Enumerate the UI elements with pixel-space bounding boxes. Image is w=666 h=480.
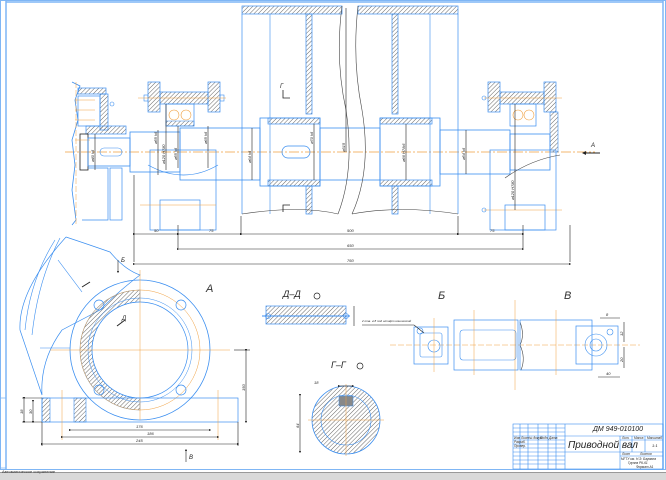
dim-gg-key: 18 [314,380,319,385]
right-bearing-housing [481,81,562,231]
stamp-sheets: Листов [640,452,652,456]
stamp-col-doc: № докум. [529,436,544,440]
arrow-b-label: Б [121,258,125,264]
dim-a-h2: 30 [28,409,33,414]
dim-a-h1: 18 [19,409,24,414]
diameter-dimension-lines [94,8,516,210]
stamp-col-sign: Подп. [540,436,549,440]
cut-g-label: Г [280,84,284,90]
dim-650: 650 [347,243,354,248]
drawing-title: Приводной вал [568,440,638,451]
dim-75-left: 75 [209,228,214,233]
dim-dia-right: ⌀54 k6 [461,147,466,160]
dim-dia-mid: ⌀64 k6 [247,150,252,163]
dim-dia-shaft-left: ⌀55 k6 [173,147,178,160]
view-a-label: А [206,283,214,295]
document-code: ДМ 949-010100 [593,426,644,433]
dim-760: 760 [347,258,354,263]
note-pin-holes: 2 отв. ⌀ 8 под штифт конический [362,319,412,323]
views-b-v [362,300,640,390]
dim-a-w1: 176 [136,424,143,429]
length-dimension-lines [132,175,572,266]
stamp-sheet: Лист [622,452,631,456]
dim-dia-seal-left: ⌀55 k6 [153,131,158,144]
cut-d-label: Д [122,316,127,322]
status-bar [0,472,666,480]
stamp-format: Формат A1 [636,465,654,469]
arrow-a-label: А [591,143,596,149]
cut-g-bottom-marker [282,204,290,212]
left-margin-box [0,397,7,469]
section-g-g [298,362,384,456]
view-v-label: В [564,290,572,302]
dim-dia-housing-right: ⌀120 H7/l0 [510,180,515,200]
dim-dia-hub-left: ⌀70 k6 [309,131,314,144]
stamp-col-izm: Изм [514,436,520,440]
dim-dia-drum: ⌀315 [341,142,346,152]
stamp-row-developer: Разраб. [514,440,526,444]
left-coupling [71,81,127,226]
dim-50: 50 [154,228,159,233]
section-d-d [262,292,355,326]
title-block [512,423,664,470]
dim-v-d: 40 [606,371,611,376]
dim-a-w2: 186 [147,431,154,436]
stamp-scale-header: Масштаб [647,436,662,440]
stamp-scale-value: 1:1 [652,443,658,448]
dim-dia-left-end: ⌀40 k6 [90,149,95,162]
stamp-org-2: Группа РК-61 [628,461,648,465]
left-bearing-housing [138,81,226,231]
arrow-v-label: В [189,455,194,461]
dim-gg-diameter: 64 [295,423,300,428]
section-d-d-label: Д–Д [283,289,301,299]
dim-dia-bearing-inner-left: ⌀65 k6 [203,131,208,144]
dim-v-b: 12 [619,331,624,336]
drum [241,5,459,215]
stamp-col-date: Дата [549,436,558,440]
status-text: Автоматическое сохранение [2,469,56,474]
stamp-row-checker: Провер. [514,444,526,448]
dim-a-w3: 245 [136,438,143,443]
view-a [19,236,250,462]
dim-dia-bearing-left: ⌀120 H7/l0 [161,144,166,164]
dim-a-height: 150 [241,384,246,391]
dim-dia-hub-right: ⌀66 H7/k6 [401,143,406,162]
dim-v-c: 20 [619,357,624,362]
cut-g-top-marker [282,90,290,99]
dim-500: 500 [347,228,354,233]
stamp-litera: Лит. [622,436,630,440]
dim-v-a: 8 [606,312,609,317]
dim-75-right: 75 [490,228,495,233]
stamp-col-list: Лист [521,436,530,440]
section-g-g-label: Г–Г [331,360,346,370]
main-assembly-view [65,5,600,266]
view-b-label: Б [438,290,446,302]
stamp-mass: Масса [634,436,644,440]
stamp-org-1: МГТУ им. Н.Э. Баумана [621,457,656,461]
